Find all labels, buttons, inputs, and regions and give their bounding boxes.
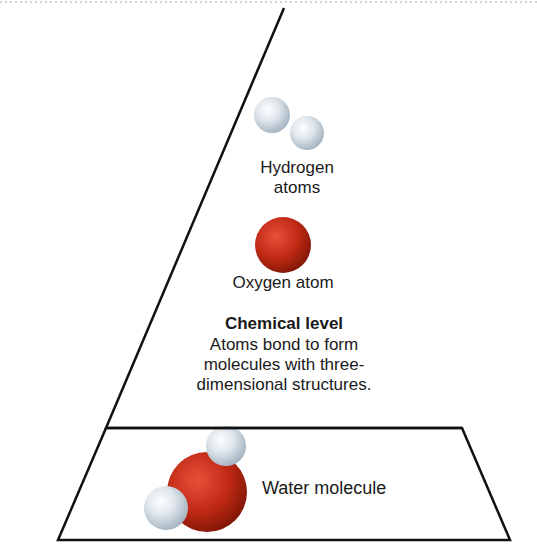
level-text: Atoms bond to form molecules with three-…: [186, 335, 382, 395]
level-heading: Chemical level: [174, 314, 394, 334]
hydrogen-atom: [206, 426, 246, 466]
crop-line: [0, 2, 537, 3]
hydrogen-atom: [290, 116, 324, 150]
hydrogen-atom: [254, 97, 290, 133]
atom-label: Hydrogen atoms: [249, 158, 345, 198]
atom-label: Oxygen atom: [213, 273, 353, 293]
hydrogen-atom: [144, 486, 188, 530]
pyramid-outline: [106, 8, 462, 428]
pyramid-band: Water molecule: [58, 428, 510, 540]
level-text: Water molecule: [262, 478, 462, 499]
oxygen-atom: [255, 217, 311, 273]
pyramid-level: Chemical levelAtoms bond to form molecul…: [106, 8, 462, 428]
pyramid-outline: [58, 428, 510, 540]
